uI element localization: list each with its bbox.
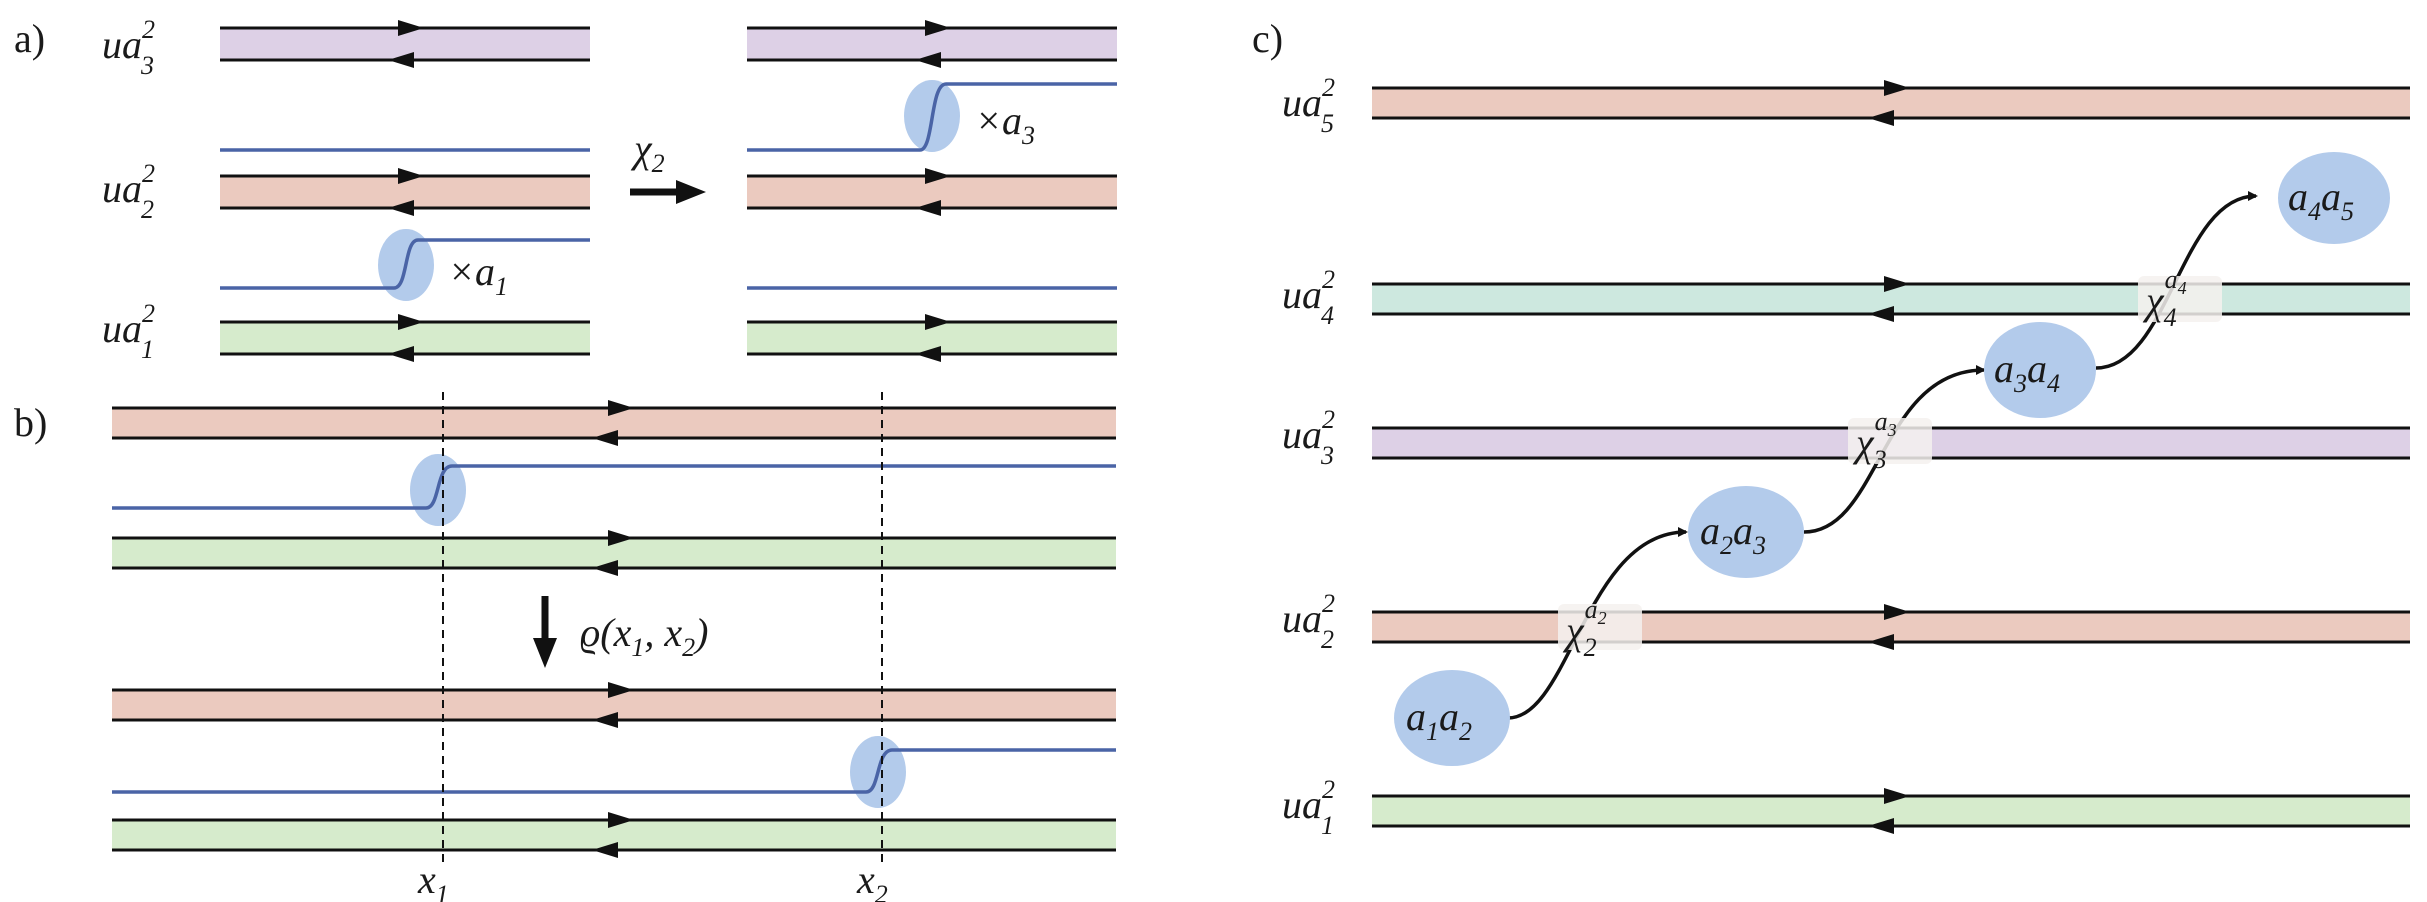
a-left-strip-1 [220,314,590,362]
c-strip-5 [1372,80,2410,126]
c-chi-2-bg [1558,604,1642,650]
panel-c-label: c) [1252,16,1283,61]
a-right-strip-1 [747,314,1117,362]
b-bottom-blue-kink-line [112,748,1116,794]
blob-shape [1984,322,2096,418]
arrow-right-icon [1884,604,1910,620]
arrow-right-icon [925,168,951,184]
a-mult-a1: ×a1 [448,249,508,301]
arrow-left-icon [1868,634,1894,650]
blob-shape [1688,486,1804,578]
c-chi-3-bg [1848,418,1932,464]
blob-label: a3a4 [1994,346,2060,398]
a-mult-a3: ×a3 [975,98,1035,150]
arrow-left-icon [388,346,414,362]
b-top-strip-red [112,400,1116,446]
b-top-strip-green [112,530,1116,576]
c-strip-1 [1372,788,2410,834]
b-bottom-strip-red [112,682,1116,728]
a-left-blue-kink-line [220,238,590,290]
arrow-right-icon [925,20,951,36]
arrow-right-icon [608,812,634,828]
blob-shape [2278,152,2390,244]
arrow-right-icon [608,682,634,698]
b-bottom-strip-green [112,812,1116,858]
arrow-right-icon [1884,80,1910,96]
c-blob-a1a2: a1a2 [1394,670,1510,766]
c-blob-a2a3: a2a3 [1688,486,1804,578]
blob-label: a1a2 [1406,694,1472,746]
arrow-right-icon [608,400,634,416]
arrow-left-icon [592,842,618,858]
arrow-left-icon [1868,306,1894,322]
blob-label: a2a3 [1700,508,1766,560]
arrow-left-icon [915,346,941,362]
a-right-blue-kink-line [747,82,1117,152]
a-right-strip-2 [747,168,1117,216]
arrow-left-icon [1868,110,1894,126]
b-map-label: ϱ(x1, x2) [580,610,708,662]
arrow-right-icon [1884,788,1910,804]
arrow-left-icon [388,52,414,68]
arrow-right-icon [925,314,951,330]
arrow-right-icon [398,20,424,36]
arrow-right-icon [1884,276,1910,292]
c-strip-4 [1372,276,2410,322]
panel-a-label: a) [14,16,45,61]
arrow-left-icon [1868,818,1894,834]
b-top-blue-kink-line [112,464,1116,510]
arrow-left-icon [592,430,618,446]
arrow-left-icon [592,712,618,728]
c-chi-4-bg [2138,276,2222,322]
arrow-right-icon [398,168,424,184]
a-left-strip-2 [220,168,590,216]
arrow-right-icon [608,530,634,546]
arrow-left-icon [915,200,941,216]
c-blob-a4a5: a4a5 [2278,152,2390,244]
c-strip-2 [1372,604,2410,650]
c-chi-4: χ4a4 [2142,265,2187,332]
arrow-left-icon [915,52,941,68]
b-map-arrow-icon [533,638,557,668]
panel-b-label: b) [14,400,47,445]
map-arrow-icon [676,180,706,204]
b-x1-label: x1 [417,857,449,902]
arrow-left-icon [592,560,618,576]
arrow-right-icon [398,314,424,330]
c-chi-2: χ2a2 [1562,595,1607,662]
a-right-strip-3 [747,20,1117,68]
a-left-strip-3 [220,20,590,68]
blob-shape [1394,670,1510,766]
blob-label: a4a5 [2288,174,2354,226]
c-chi-3: χ3a3 [1852,407,1897,474]
arrow-left-icon [388,200,414,216]
b-x2-label: x2 [856,857,888,902]
a-map-label: χ2 [630,126,665,178]
c-blob-a3a4: a3a4 [1984,322,2096,418]
